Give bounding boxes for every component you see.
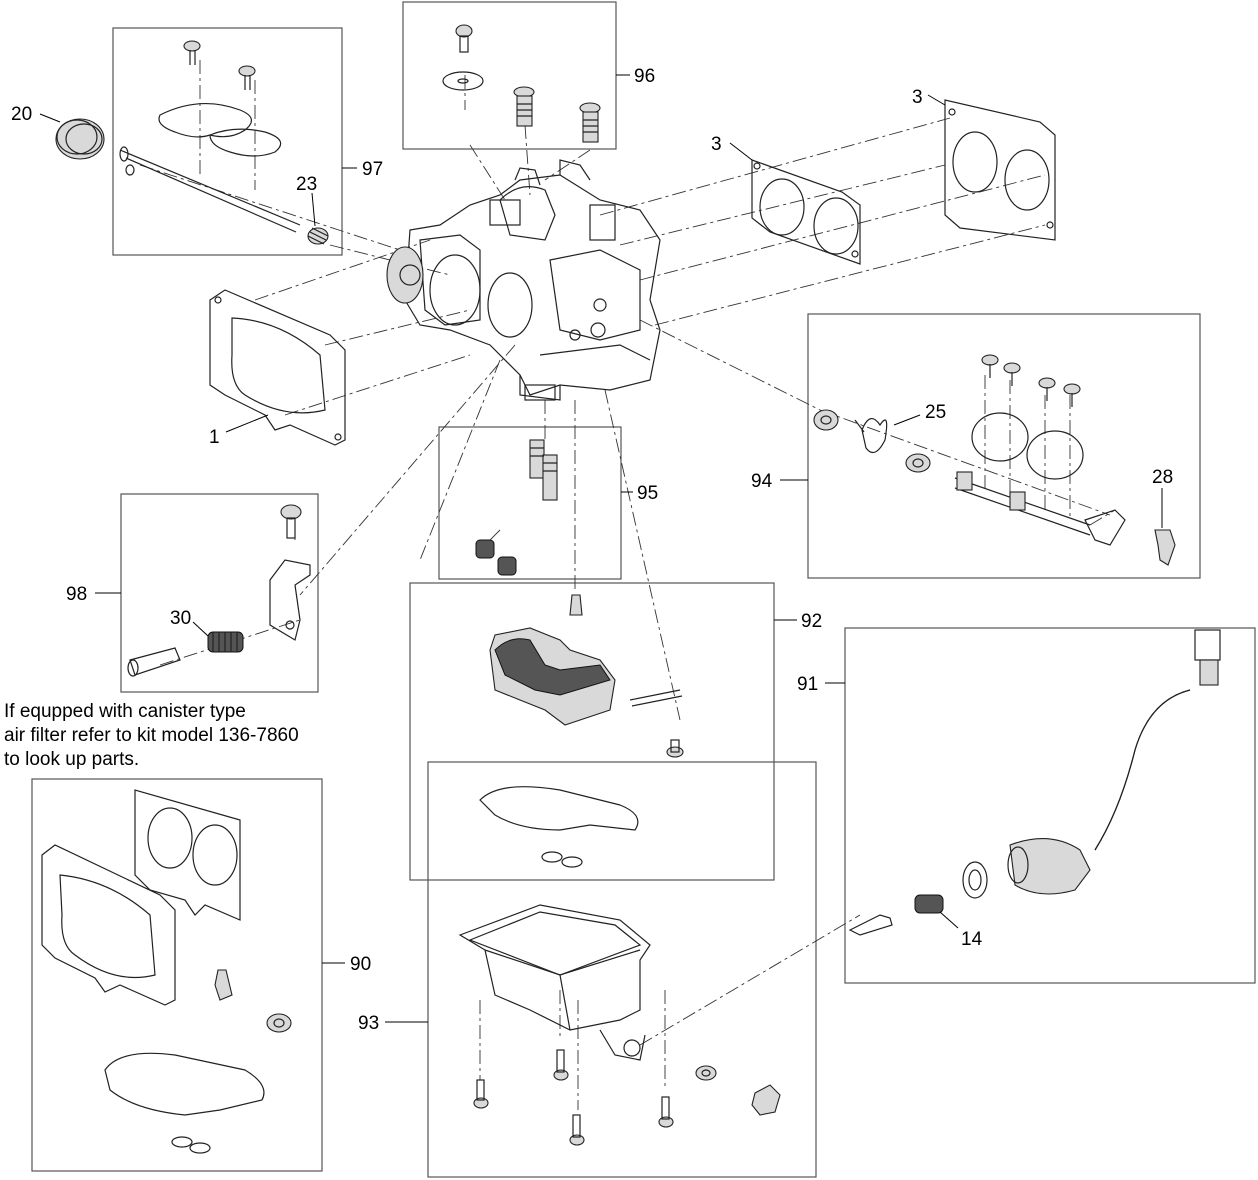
kit-box-94: [807, 313, 1201, 579]
part-25-spring: [854, 418, 888, 454]
kit-box-92: [409, 582, 775, 881]
part-30-spring: [207, 631, 244, 653]
alignment-lines: [139, 60, 1116, 1110]
screw-icon: [553, 1049, 569, 1081]
part-28-clip: [1154, 529, 1176, 566]
kit-box-90: [31, 778, 323, 1172]
screw-icon: [1063, 383, 1081, 407]
callout-98: 98: [66, 584, 87, 605]
callout-28: 28: [1152, 467, 1173, 488]
note-line: air filter refer to kit model 136-7860: [4, 725, 299, 746]
callout-3-rear: 3: [912, 87, 923, 108]
callout-90: 90: [350, 954, 371, 975]
bowl-gasket: [479, 786, 639, 868]
note-line: to look up parts.: [4, 749, 140, 770]
part-93-float-bowl: [458, 904, 781, 1146]
callout-25: 25: [925, 402, 946, 423]
screw-icon: [183, 40, 201, 65]
screw-icon: [238, 65, 256, 90]
callout-14: 14: [961, 929, 983, 950]
callout-96: 96: [634, 66, 655, 87]
callout-92: 92: [801, 611, 822, 632]
part-90-gasket-kit: [41, 789, 292, 1154]
part-1-gasket: [209, 289, 346, 446]
screw-icon: [1038, 377, 1056, 401]
screw-icon: [658, 1096, 674, 1128]
part-3-gasket-rear: [944, 99, 1056, 241]
screw-icon: [981, 354, 999, 378]
part-23-spring: [307, 227, 329, 245]
part-3-gasket-front: [751, 159, 861, 265]
kit-box-97: [112, 27, 343, 256]
callout-94: 94: [751, 471, 773, 492]
callout-labels: 20 97 23 96 3 3 1 25 94 28 95 98 30 92 9…: [11, 66, 1173, 1034]
canister-filter-note: If equpped with canister type air filter…: [4, 700, 299, 772]
callout-23: 23: [296, 174, 317, 195]
leader-lines: [39, 74, 1163, 1023]
kit-box-95: [438, 426, 622, 580]
screw-icon: [569, 1114, 585, 1146]
kit-box-93: [427, 761, 817, 1178]
part-20-cap: [55, 118, 105, 160]
part-94-throttle-kit: [813, 354, 1176, 566]
part-98-bracket-kit: [127, 504, 311, 677]
callout-1: 1: [209, 427, 220, 448]
screw-icon: [1003, 362, 1021, 386]
callout-97: 97: [362, 159, 383, 180]
part-14-spring: [914, 894, 944, 914]
carburetor-body: [386, 159, 661, 401]
part-97-choke-kit: [119, 40, 329, 245]
part-92-float-kit: [489, 594, 684, 758]
callout-95: 95: [637, 483, 658, 504]
callout-93: 93: [358, 1013, 379, 1034]
callout-30: 30: [170, 608, 191, 629]
part-91-solenoid-kit: [848, 629, 1221, 936]
screw-icon: [473, 1079, 489, 1109]
note-line: If equpped with canister type: [4, 701, 246, 722]
callout-3-front: 3: [711, 134, 722, 155]
callout-91: 91: [797, 674, 818, 695]
callout-20: 20: [11, 104, 32, 125]
kit-box-98: [120, 493, 319, 693]
part-96-screw-kit: [442, 24, 601, 143]
kit-box-91: [844, 627, 1256, 984]
part-95-jet-kit: [475, 439, 558, 576]
